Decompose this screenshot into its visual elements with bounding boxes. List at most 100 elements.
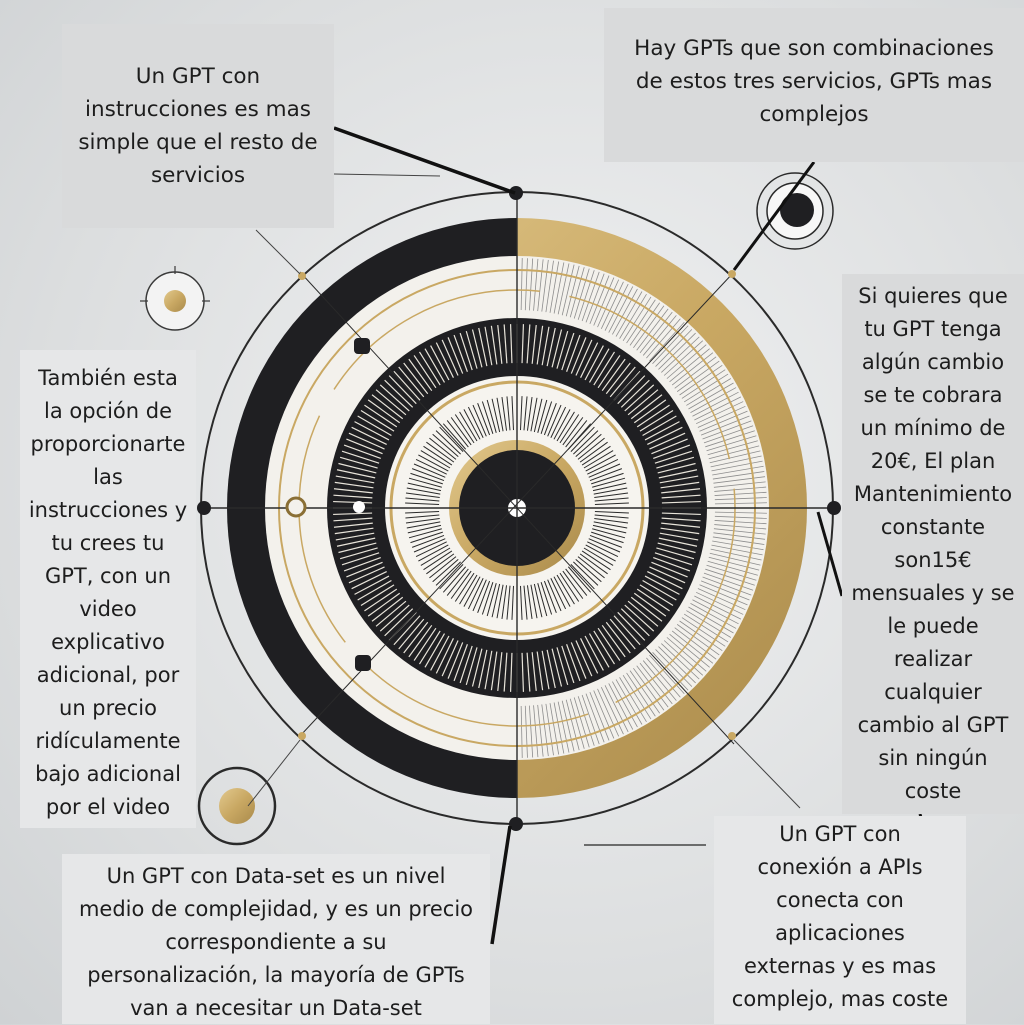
tick-mark [333, 517, 373, 522]
tick-mark [336, 469, 376, 479]
tick-mark [506, 585, 511, 620]
tick-mark [463, 409, 481, 440]
tick-mark [541, 650, 550, 690]
tick-mark [624, 604, 655, 632]
tick-mark [627, 600, 659, 627]
tick-mark [639, 409, 674, 432]
tick-mark [533, 398, 543, 433]
tick-mark [573, 430, 599, 455]
tick-mark [636, 588, 670, 612]
tick-mark [711, 544, 763, 556]
tick-mark [531, 652, 537, 692]
tick-mark [354, 575, 390, 595]
gold-dot-icon-bottom-fill [219, 788, 255, 824]
tick-mark [556, 647, 569, 686]
hatch-outer-ring [516, 258, 767, 758]
tick-mark [705, 568, 755, 586]
tick-mark [577, 437, 605, 460]
tick-mark [540, 401, 553, 434]
tick-mark [612, 681, 638, 728]
tick-mark [503, 324, 508, 364]
tick-mark [657, 542, 696, 554]
tick-mark [699, 584, 748, 606]
tick-mark [676, 360, 720, 392]
tick-mark [594, 492, 629, 499]
tick-mark [543, 580, 557, 614]
tick-mark [659, 532, 699, 541]
tick-mark [593, 630, 616, 665]
tick-mark [642, 579, 677, 601]
tick-mark [584, 345, 604, 381]
tick-mark [714, 497, 767, 501]
tick-mark [565, 265, 580, 317]
tick-mark [653, 444, 691, 459]
tick-mark [683, 613, 729, 643]
tick-mark [523, 396, 528, 431]
tick-mark [570, 642, 587, 679]
tick-mark [442, 566, 467, 593]
tick-mark [351, 426, 387, 445]
tick-mark [585, 693, 605, 743]
tick-mark [418, 544, 449, 562]
callout-self-build: También esta la opción de proporcionarte… [20, 350, 196, 828]
leader-top-left [333, 126, 516, 195]
tick-mark [597, 279, 620, 328]
tick-mark [642, 415, 677, 437]
tick-mark [343, 557, 381, 572]
tick-mark [429, 437, 457, 460]
tick-mark [551, 648, 563, 687]
tick-mark [585, 454, 616, 472]
tick-mark [481, 582, 494, 615]
tick-mark [613, 615, 641, 646]
tick-mark [565, 420, 588, 448]
tick-mark [551, 329, 563, 368]
tick-mark [423, 445, 453, 466]
tick-mark [594, 517, 629, 524]
dark-dot-icon [756, 172, 834, 250]
tick-mark [593, 277, 615, 326]
tick-mark [713, 532, 766, 540]
tick-mark [594, 510, 629, 514]
tick-mark [471, 329, 483, 368]
tick-mark [592, 477, 626, 488]
tick-mark [405, 497, 440, 502]
tick-mark [453, 644, 468, 682]
tick-mark [681, 369, 726, 399]
tick-mark [674, 356, 717, 389]
tick-mark [477, 402, 491, 436]
tick-mark [655, 329, 693, 367]
tick-mark [418, 454, 449, 472]
tick-mark [511, 396, 515, 431]
tick-mark [406, 521, 441, 529]
tick-mark [348, 432, 385, 450]
tick-mark [371, 394, 404, 420]
tick-mark [375, 389, 407, 416]
tick-mark [711, 460, 763, 472]
tick-mark [593, 351, 616, 386]
tick-mark [617, 611, 646, 641]
tick-mark [521, 652, 525, 692]
tick-mark [709, 450, 761, 464]
tick-mark [341, 450, 380, 464]
tick-mark [526, 396, 533, 431]
tick-mark [423, 550, 453, 571]
callout-api: Un GPT con conexión a APIs conecta con a… [714, 816, 966, 1024]
tick-mark [367, 399, 401, 424]
tick-mark [633, 667, 665, 711]
tick-mark [459, 332, 473, 371]
tick-mark [459, 645, 473, 684]
tick-mark [656, 547, 695, 560]
tick-mark [588, 463, 621, 478]
tick-mark [478, 327, 488, 367]
tick-mark [364, 588, 398, 612]
tick-mark [581, 271, 600, 322]
tick-mark [651, 438, 688, 455]
tick-mark [700, 415, 750, 436]
tick-mark [567, 566, 592, 593]
tick-mark [575, 433, 602, 458]
tick-mark [580, 342, 599, 378]
tick-mark [575, 558, 602, 583]
tick-mark [617, 375, 646, 405]
tick-mark [348, 566, 385, 584]
tick-mark [639, 311, 673, 354]
